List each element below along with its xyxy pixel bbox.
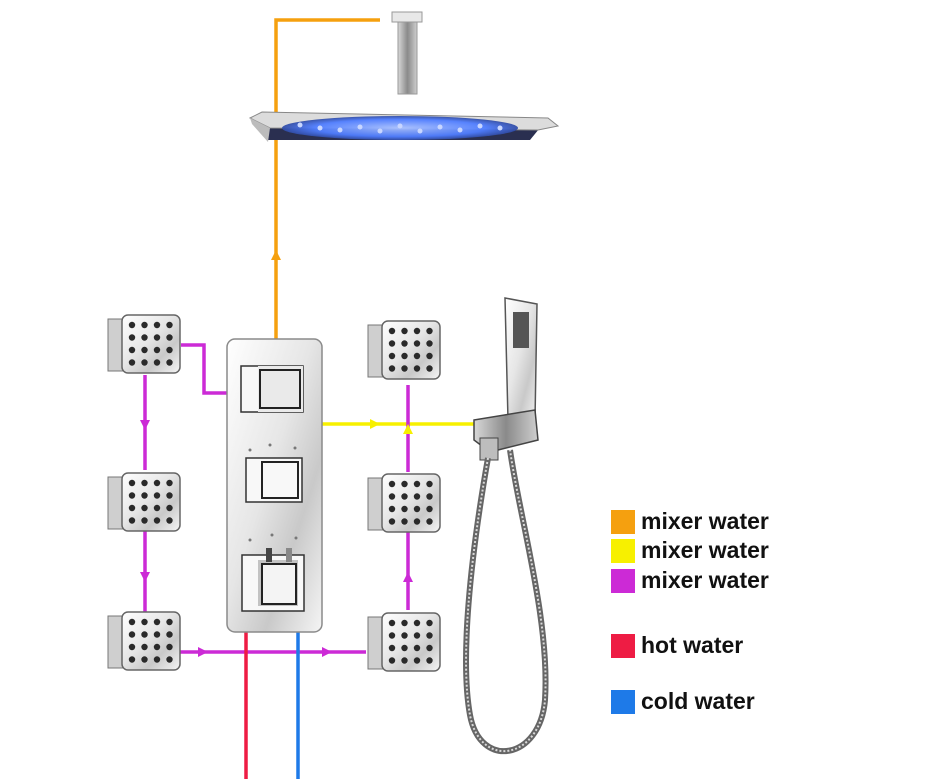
rain-shower-head-icon bbox=[248, 11, 560, 142]
shower-hose-icon bbox=[463, 449, 549, 755]
legend-label: mixer water bbox=[641, 537, 769, 563]
flow-arrows bbox=[140, 250, 413, 657]
legend-item-hot: hot water bbox=[611, 632, 743, 659]
legend-label: mixer water bbox=[641, 567, 769, 593]
shower-hose-highlight bbox=[465, 449, 547, 753]
legend-item-cold: cold water bbox=[611, 688, 755, 715]
legend-swatch bbox=[611, 633, 635, 658]
body-jet-icon bbox=[367, 320, 441, 380]
legend-swatch bbox=[611, 509, 635, 534]
legend-item-mixer-yellow: mixer water bbox=[611, 537, 769, 564]
legend-swatch bbox=[611, 538, 635, 563]
legend-swatch bbox=[611, 689, 635, 714]
body-jet-icon bbox=[107, 314, 181, 374]
flow-arrow-icon bbox=[370, 419, 380, 429]
body-jet-icon bbox=[367, 473, 441, 533]
body-jet-icon bbox=[107, 472, 181, 532]
body-jet-icon bbox=[367, 612, 441, 672]
flow-arrow-icon bbox=[271, 250, 281, 260]
legend-item-mixer-magenta: mixer water bbox=[611, 567, 769, 594]
legend-label: cold water bbox=[641, 688, 755, 714]
flow-arrow-icon bbox=[198, 647, 208, 657]
magenta-pipe-left bbox=[181, 343, 228, 395]
orange-pipe bbox=[274, 18, 380, 345]
legend-swatch bbox=[611, 568, 635, 593]
flow-arrow-icon bbox=[322, 647, 332, 657]
flow-arrow-icon bbox=[140, 572, 150, 582]
flow-arrow-icon bbox=[403, 424, 413, 434]
hand-shower-icon bbox=[473, 297, 539, 461]
flow-arrow-icon bbox=[403, 572, 413, 582]
flow-arrow-icon bbox=[140, 420, 150, 430]
legend-label: mixer water bbox=[641, 508, 769, 534]
thermostatic-valve-panel-icon bbox=[226, 338, 323, 633]
body-jet-icon bbox=[107, 611, 181, 671]
legend-label: hot water bbox=[641, 632, 744, 658]
body-jets bbox=[107, 314, 441, 672]
legend-item-mixer-orange: mixer water bbox=[611, 508, 769, 535]
